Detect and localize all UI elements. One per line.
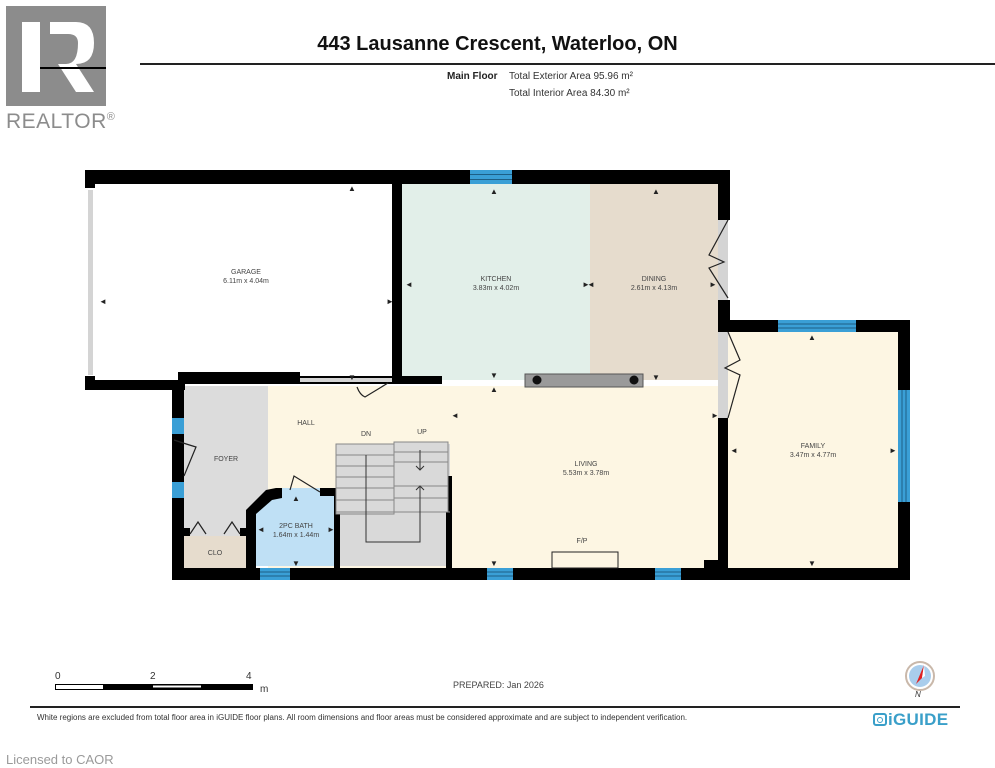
family-fill [728, 332, 902, 568]
window-kitchen [470, 170, 512, 184]
svg-text:▼: ▼ [808, 559, 816, 568]
kitchen-island [524, 373, 644, 388]
svg-text:►: ► [327, 525, 335, 534]
iguide-camera-icon [873, 713, 887, 726]
prepared-date: PREPARED: Jan 2026 [453, 680, 544, 690]
closet-label: CLO [208, 550, 223, 557]
interior-area: Total Interior Area 84.30 m² [509, 88, 630, 99]
svg-text:▲: ▲ [652, 187, 660, 196]
svg-text:◄: ◄ [99, 297, 107, 306]
window-foyer-1 [172, 418, 184, 434]
bath-dims: 1.64m x 1.44m [273, 532, 319, 539]
window-bath [260, 568, 290, 580]
window-living-2 [655, 568, 681, 580]
disclaimer: White regions are excluded from total fl… [37, 713, 688, 722]
svg-text:▼: ▼ [490, 559, 498, 568]
svg-text:►: ► [709, 280, 717, 289]
svg-text:►: ► [889, 446, 897, 455]
family-bifold-door [723, 331, 741, 419]
footer-divider [30, 706, 960, 708]
svg-text:▼: ▼ [490, 371, 498, 380]
bath-label: 2PC BATH [279, 523, 313, 530]
room-labels: GARAGE 6.11m x 4.04m KITCHEN 3.83m x 4.0… [208, 269, 837, 557]
realtor-r-icon [6, 6, 106, 106]
page-title: 443 Lausanne Crescent, Waterloo, ON [317, 33, 678, 55]
kitchen-fill [402, 184, 590, 380]
scale-tick-2: 2 [150, 671, 156, 682]
living-label: LIVING [575, 461, 598, 468]
kitchen-dims: 3.83m x 4.02m [473, 285, 519, 292]
door-opening-family [718, 332, 728, 418]
license-text: Licensed to CAOR [6, 752, 114, 767]
svg-text:►: ► [582, 280, 590, 289]
scale-unit: m [260, 684, 269, 695]
stairs-up-label: UP [417, 429, 427, 436]
svg-text:►: ► [386, 297, 394, 306]
svg-text:▲: ▲ [292, 494, 300, 503]
windows [172, 170, 910, 580]
compass-north-label: N [915, 690, 921, 699]
door-opening-dining [718, 220, 728, 300]
svg-text:◄: ◄ [451, 411, 459, 420]
bath-door [289, 475, 321, 493]
dining-dims: 2.61m x 4.13m [631, 285, 677, 292]
family-label: FAMILY [801, 443, 826, 450]
window-living-1 [487, 568, 513, 580]
floor-label: Main Floor [447, 71, 498, 82]
bath-fill [256, 488, 336, 566]
svg-text:▲: ▲ [490, 385, 498, 394]
brand-text: REALTOR [6, 110, 107, 133]
window-foyer-2 [172, 482, 184, 498]
closet-door-2 [223, 520, 241, 535]
foyer-label: FOYER [214, 456, 238, 463]
garage-to-hall-door [356, 382, 389, 398]
realtor-logo: REALTOR® [6, 6, 115, 133]
garage-dims: 6.11m x 4.04m [223, 278, 269, 285]
iguide-wordmark: iGUIDE [888, 710, 949, 729]
iguide-logo: iGUIDE [873, 710, 948, 730]
registered-mark: ® [106, 111, 116, 123]
garage-label: GARAGE [231, 269, 261, 276]
svg-text:▲: ▲ [808, 333, 816, 342]
window-family-north [778, 320, 856, 332]
doors [173, 219, 741, 569]
fireplace [551, 551, 619, 569]
dining-bifold-door [708, 219, 729, 299]
svg-text:▼: ▼ [348, 373, 356, 382]
stairs-down-label: DN [361, 431, 371, 438]
living-dims: 5.53m x 3.78m [563, 470, 609, 477]
svg-text:◄: ◄ [587, 280, 595, 289]
scale-bar-graphic [55, 684, 253, 690]
dining-fill [590, 184, 718, 380]
scale-bar: 0 2 4 m [50, 671, 280, 701]
staircase [335, 441, 450, 543]
svg-text:►: ► [711, 411, 719, 420]
realtor-wordmark: REALTOR® [6, 110, 115, 134]
closet-door-1 [189, 520, 207, 535]
garage-fill [95, 182, 393, 380]
compass-icon: N [902, 660, 938, 700]
door-opening-garage-west [88, 190, 93, 375]
kitchen-label: KITCHEN [481, 276, 512, 283]
svg-text:▲: ▲ [348, 184, 356, 193]
scale-tick-4: 4 [246, 671, 252, 682]
hall-label: HALL [297, 420, 315, 427]
svg-text:▼: ▼ [292, 559, 300, 568]
scale-tick-0: 0 [55, 671, 61, 682]
exterior-area: Total Exterior Area 95.96 m² [509, 71, 633, 82]
family-dims: 3.47m x 4.77m [790, 452, 836, 459]
closet-fill [184, 536, 246, 568]
dining-label: DINING [642, 276, 667, 283]
fireplace-label: F/P [577, 538, 588, 545]
svg-text:▲: ▲ [490, 187, 498, 196]
dimension-markers: ▲▼ ◄► ▲▼ ◄► ◄► ▲▼ ◄► ▲▼ ▲▼ ◄► ▲▼ ◄► [99, 184, 897, 568]
foyer-door [173, 439, 197, 477]
svg-text:◄: ◄ [257, 525, 265, 534]
svg-text:▼: ▼ [652, 373, 660, 382]
walls [85, 170, 910, 580]
svg-text:◄: ◄ [405, 280, 413, 289]
title-divider [140, 63, 995, 65]
svg-text:◄: ◄ [730, 446, 738, 455]
window-family-east [898, 390, 910, 502]
